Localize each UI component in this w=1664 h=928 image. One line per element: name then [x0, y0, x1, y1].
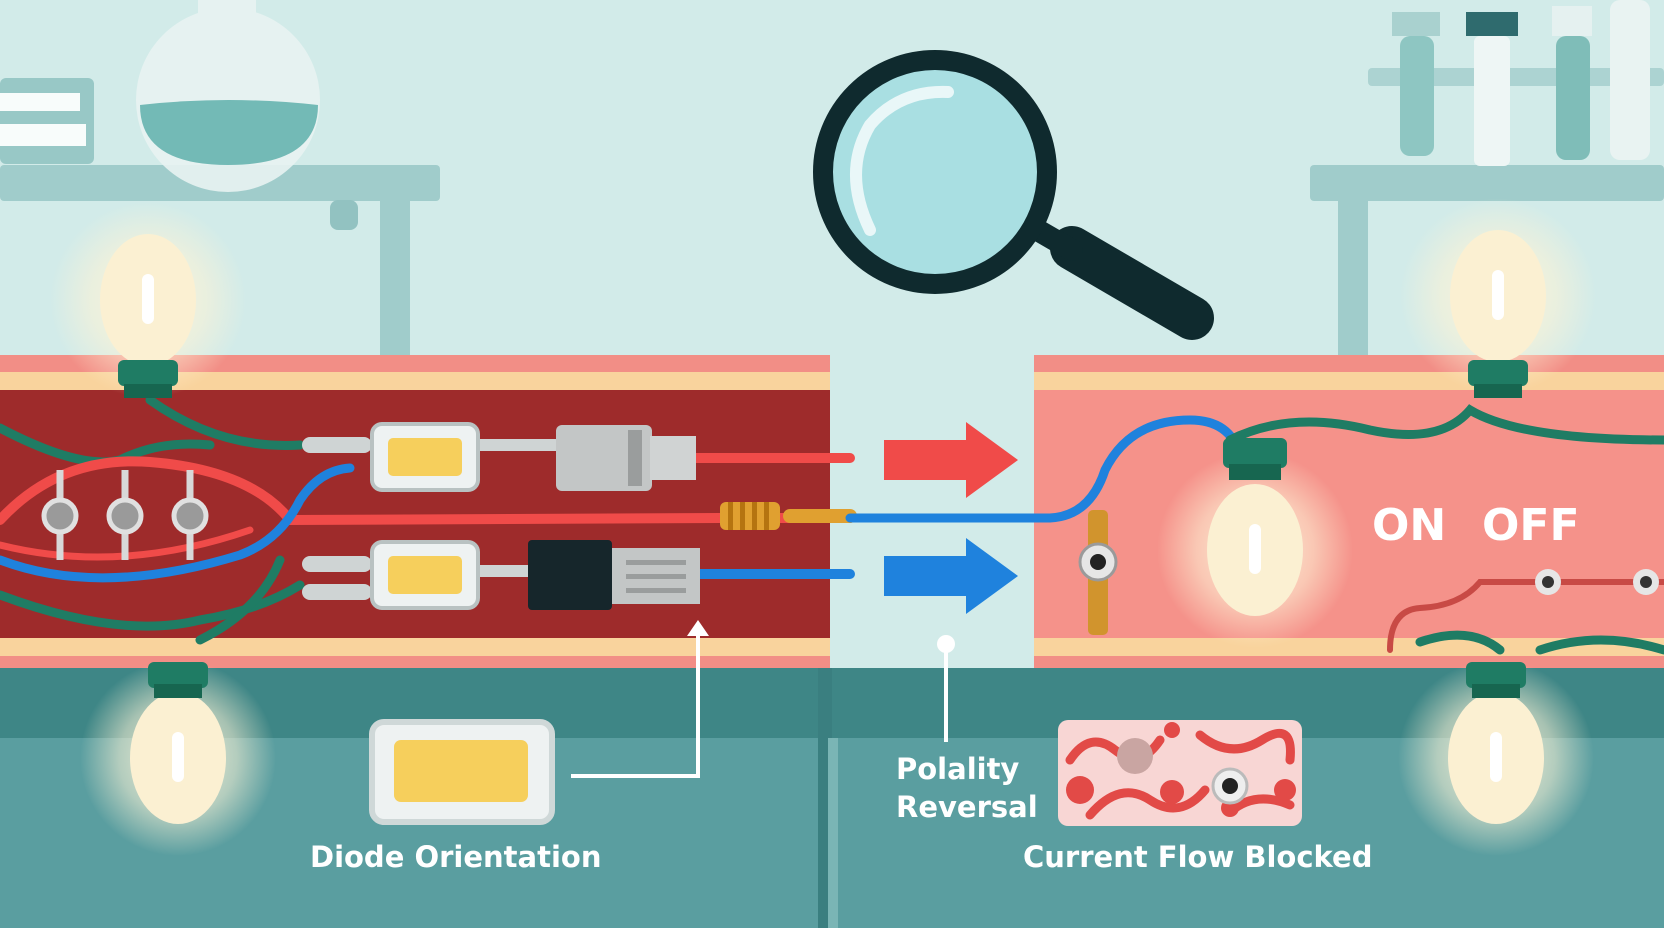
switch-off-label: OFF: [1482, 500, 1580, 551]
light-bulb-icon: [1398, 660, 1594, 856]
switch-on-label: ON: [1372, 500, 1447, 551]
light-bulb-icon: [1400, 198, 1596, 398]
callout-arrowhead: [687, 620, 709, 636]
polarity-reversal-label-line1: Polality: [896, 752, 1020, 786]
diode-orientation-label: Diode Orientation: [310, 840, 602, 874]
diode-icon: [302, 422, 696, 492]
arrow-right-icon: [884, 538, 1018, 614]
diode-inset-icon: [369, 719, 555, 825]
switch-terminals: [1078, 510, 1659, 635]
flask-icon: [136, 0, 320, 192]
current-flow-blocked-label: Current Flow Blocked: [1023, 840, 1373, 874]
polarity-reversal-label-line2: Reversal: [896, 790, 1038, 824]
arrow-right-icon: [884, 422, 1018, 498]
diode-icon: [302, 540, 700, 610]
magnifying-glass-icon: [813, 50, 1214, 340]
light-bulb-icon: [1157, 438, 1353, 648]
callout-lines: [571, 632, 948, 778]
table-base: [0, 668, 1664, 928]
wires-left: [0, 395, 857, 645]
light-bulb-icon: [50, 202, 246, 398]
test-tubes-icon: [1392, 0, 1650, 166]
light-bulb-icon: [80, 660, 276, 856]
terminal-posts: [41, 470, 209, 560]
blocked-flow-icon: [1058, 720, 1302, 826]
callout-dot: [937, 635, 955, 653]
resistor-icon: [720, 502, 780, 530]
wire-blue-bridge: [845, 415, 1245, 523]
wires-right: [1225, 404, 1664, 655]
